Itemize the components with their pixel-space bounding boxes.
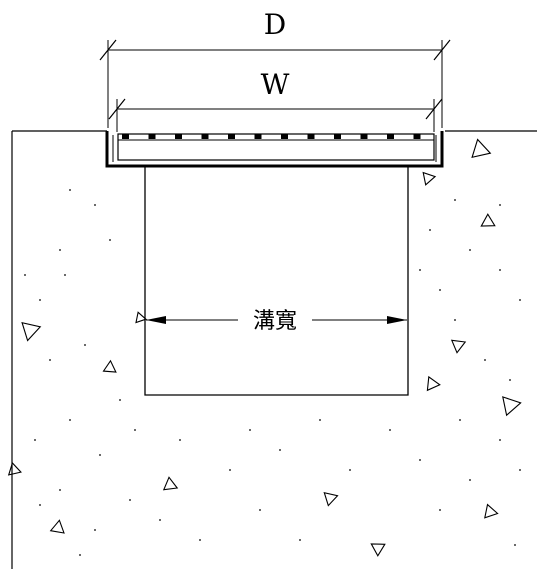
aggregate-triangle <box>450 339 467 354</box>
grate-bar <box>122 134 129 139</box>
aggregate-dot <box>514 544 516 546</box>
aggregate-dot <box>64 274 66 276</box>
aggregate-dot <box>59 489 61 491</box>
aggregate-dot <box>39 504 41 506</box>
aggregate-dot <box>99 454 101 456</box>
aggregate-dot <box>519 299 521 301</box>
aggregate-dot <box>484 359 486 361</box>
grate-bar <box>334 134 341 139</box>
aggregate-dot <box>509 379 511 381</box>
aggregate-dot <box>319 419 321 421</box>
aggregate-dot <box>179 439 181 441</box>
aggregate-triangle <box>102 359 117 373</box>
aggregate-triangle <box>162 476 179 491</box>
grate-frame <box>105 131 444 168</box>
aggregate-dot <box>454 199 456 201</box>
dimension-trench-width: 溝寬 <box>146 309 407 334</box>
aggregate-dot <box>24 274 26 276</box>
aggregate-dot <box>459 419 461 421</box>
grate-bar <box>360 134 368 139</box>
grate-bar <box>175 134 182 139</box>
grate-bar <box>201 134 209 139</box>
aggregate-dot <box>419 269 421 271</box>
aggregate-dot <box>249 429 251 431</box>
aggregate-dot <box>39 299 41 301</box>
aggregate-dot <box>69 189 71 191</box>
aggregate-dot <box>499 204 501 206</box>
aggregate-dot <box>439 509 441 511</box>
grate-bars <box>122 134 421 139</box>
aggregate-dot <box>59 249 61 251</box>
aggregate-dot <box>299 539 301 541</box>
aggregate-dot <box>429 229 431 231</box>
aggregate-dot <box>519 469 521 471</box>
aggregate-dot <box>109 239 111 241</box>
aggregate-dot <box>469 479 471 481</box>
grating-cover <box>117 133 435 161</box>
aggregate-dot <box>419 459 421 461</box>
aggregate-dot <box>229 469 231 471</box>
dimension-d: D <box>99 8 451 128</box>
aggregate-dot <box>199 539 201 541</box>
aggregate-dot <box>454 319 456 321</box>
aggregate-dot <box>79 554 81 556</box>
aggregate-dot <box>119 399 121 401</box>
aggregate-triangle <box>370 543 386 557</box>
aggregate-dot <box>134 429 136 431</box>
aggregate-dot <box>279 449 281 451</box>
grate-bar <box>148 134 156 139</box>
aggregate-dot <box>129 499 131 501</box>
aggregate-triangle <box>7 461 22 476</box>
aggregate-triangle <box>323 491 339 507</box>
aggregate-dot <box>34 439 36 441</box>
aggregate-dots <box>24 189 521 556</box>
aggregate-dot <box>499 439 501 441</box>
aggregate-triangle <box>471 138 492 159</box>
aggregate-dot <box>69 419 71 421</box>
aggregate-dot <box>439 289 441 291</box>
grate-bar <box>281 134 288 139</box>
aggregate-triangle <box>135 311 147 324</box>
aggregate-triangle <box>426 375 441 392</box>
aggregate-triangle <box>49 519 65 534</box>
aggregate-dot <box>499 269 501 271</box>
aggregate-triangle <box>422 171 437 186</box>
trench-channel <box>144 166 409 396</box>
aggregate-dot <box>389 429 391 431</box>
aggregate-dot <box>49 359 51 361</box>
dimension-w-label: W <box>261 68 290 101</box>
concrete-body-outline <box>11 130 537 569</box>
aggregate-dot <box>259 509 261 511</box>
aggregate-dot <box>349 469 351 471</box>
aggregate-dot <box>94 529 96 531</box>
grate-bar <box>387 134 394 139</box>
aggregate-triangle <box>502 396 522 417</box>
aggregate-dot <box>159 519 161 521</box>
grate-bar <box>307 134 315 139</box>
dimension-w: W <box>108 68 443 132</box>
aggregate-triangle <box>484 503 499 519</box>
aggregate-triangle <box>21 321 42 342</box>
grate-bar <box>413 134 421 139</box>
aggregate-dot <box>84 344 86 346</box>
aggregate-dot <box>469 249 471 251</box>
aggregate-dot <box>94 204 96 206</box>
grate-bar <box>228 134 235 139</box>
aggregate-triangle <box>480 213 496 227</box>
grate-bar <box>254 134 262 139</box>
aggregate-triangles <box>7 138 522 557</box>
dimension-d-label: D <box>264 8 286 41</box>
trench-width-label: 溝寬 <box>253 309 297 334</box>
